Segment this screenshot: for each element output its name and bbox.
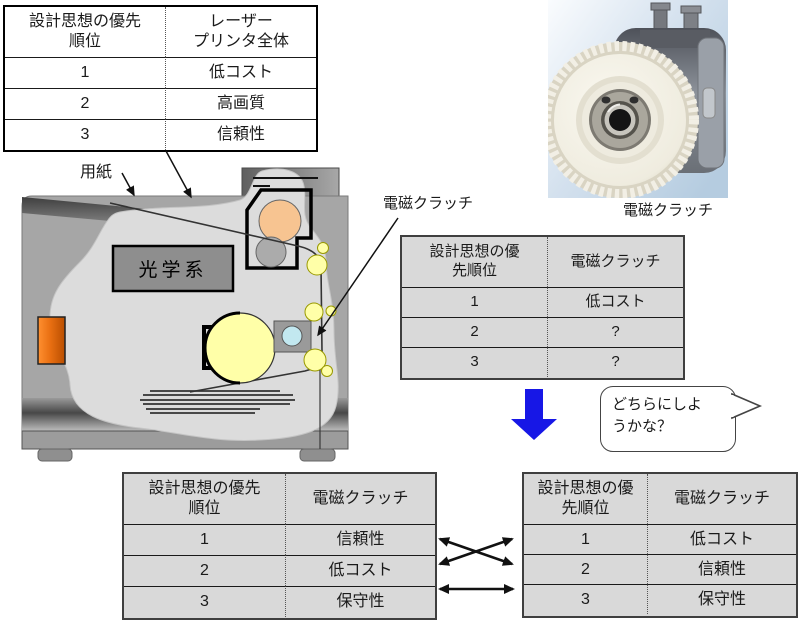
rank-cell: 2 bbox=[5, 88, 165, 119]
swap-arrows bbox=[438, 537, 515, 594]
subject-header: 電磁クラッチ bbox=[547, 237, 683, 287]
value-cell: 低コスト bbox=[285, 555, 435, 586]
table-printer-overall-priority: 設計思想の優先 順位 レーザー プリンタ全体 1 低コスト 2 高画質 3 信頼… bbox=[3, 5, 318, 152]
value-cell: 低コスト bbox=[547, 287, 683, 317]
toner-part bbox=[37, 316, 66, 365]
drum-shadow-arc bbox=[203, 311, 241, 385]
value-cell: 低コスト bbox=[647, 524, 796, 554]
clutch-photo bbox=[548, 0, 728, 198]
optics-box: 光学系 bbox=[111, 244, 235, 293]
value-cell: ? bbox=[547, 317, 683, 347]
paper-stack-lines bbox=[140, 390, 295, 414]
rank-cell: 3 bbox=[5, 119, 165, 150]
speech-bubble-tail bbox=[731, 392, 763, 420]
value-cell: 信頼性 bbox=[647, 554, 796, 584]
table-to-printer-arrow bbox=[165, 150, 192, 199]
paper-label-arrow bbox=[121, 172, 135, 197]
table-clutch-option-left: 設計思想の優先 順位 電磁クラッチ 1 信頼性 2 低コスト 3 保守性 bbox=[122, 472, 437, 620]
fuser-unit-outline bbox=[245, 188, 313, 270]
value-cell: ? bbox=[547, 347, 683, 377]
printer-foot bbox=[299, 448, 336, 462]
svg-text:光学系: 光学系 bbox=[138, 259, 207, 281]
priority-header: 設計思想の優先 順位 bbox=[28, 13, 141, 50]
subject-header: 電磁クラッチ bbox=[647, 474, 796, 524]
table-clutch-option-right: 設計思想の優 先順位 電磁クラッチ 1 低コスト 2 信頼性 3 保守性 bbox=[522, 472, 798, 618]
rank-cell: 2 bbox=[402, 317, 547, 347]
priority-header: 設計思想の優先 順位 bbox=[148, 480, 261, 517]
value-cell: 信頼性 bbox=[285, 524, 435, 555]
rank-cell: 1 bbox=[124, 524, 285, 555]
value-cell: 信頼性 bbox=[165, 119, 316, 150]
printer-cutaway-drawing: 光学系 bbox=[21, 150, 399, 462]
clutch-in-printer bbox=[273, 320, 312, 353]
value-cell: 保守性 bbox=[285, 586, 435, 617]
clutch-pointer-arrow bbox=[317, 217, 399, 337]
rank-cell: 2 bbox=[124, 555, 285, 586]
value-cell: 高画質 bbox=[165, 88, 316, 119]
subject-header: 電磁クラッチ bbox=[285, 474, 435, 524]
value-cell: 低コスト bbox=[165, 57, 316, 88]
clutch-hub bbox=[589, 89, 651, 151]
output-slot-lines bbox=[253, 177, 318, 187]
priority-header: 設計思想の優 先順位 bbox=[537, 480, 634, 517]
speech-bubble: どちらにしよ うかな？ bbox=[600, 386, 736, 452]
rank-cell: 1 bbox=[402, 287, 547, 317]
blue-down-arrow bbox=[511, 389, 557, 440]
fuser-roller bbox=[258, 199, 302, 243]
rank-cell: 3 bbox=[524, 584, 647, 614]
photo-caption: 電磁クラッチ bbox=[622, 202, 713, 219]
rank-cell: 2 bbox=[524, 554, 647, 584]
feed-rollers bbox=[303, 242, 337, 377]
table-clutch-question: 設計思想の優 先順位 電磁クラッチ 1 低コスト 2 ? 3 ? bbox=[400, 235, 685, 380]
rank-cell: 1 bbox=[524, 524, 647, 554]
subject-header: レーザー プリンタ全体 bbox=[165, 7, 316, 57]
value-cell: 保守性 bbox=[647, 584, 796, 614]
rank-cell: 1 bbox=[5, 57, 165, 88]
clutch-pointer-label: 電磁クラッチ bbox=[383, 195, 474, 212]
rank-cell: 3 bbox=[402, 347, 547, 377]
paper-label: 用紙 bbox=[80, 164, 113, 181]
printer-foot bbox=[37, 448, 73, 462]
rank-cell: 3 bbox=[124, 586, 285, 617]
priority-header: 設計思想の優 先順位 bbox=[429, 243, 520, 279]
pressure-roller bbox=[255, 236, 287, 268]
